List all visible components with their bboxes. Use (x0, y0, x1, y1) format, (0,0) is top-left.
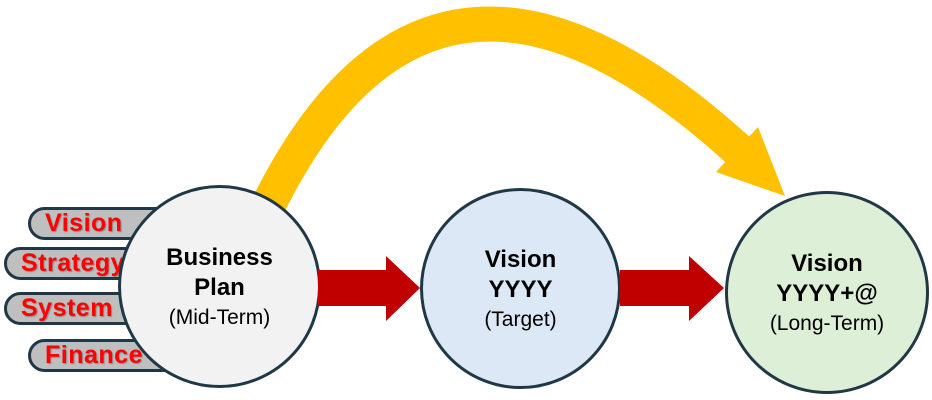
tag-strategy-label: Strategy (21, 249, 126, 277)
node-vision-long-term-title: Vision YYYY+@ (776, 250, 878, 307)
node-business-plan-title: Business Plan (166, 244, 273, 301)
node-vision-yyyy: Vision YYYY (Target) (420, 188, 621, 389)
arrow-plan-to-target-icon (318, 256, 420, 321)
arrow-target-to-longterm-icon (620, 256, 724, 321)
curved-arrow-head-icon (716, 127, 785, 196)
node-vision-yyyy-subtitle: (Target) (484, 308, 557, 331)
node-vision-yyyy-title: Vision YYYY (484, 246, 557, 303)
node-business-plan: Business Plan (Mid-Term) (118, 185, 321, 388)
tag-vision-label: Vision (45, 209, 123, 237)
node-vision-long-term-subtitle: (Long-Term) (769, 312, 885, 335)
node-vision-long-term: Vision YYYY+@ (Long-Term) (725, 191, 929, 394)
tag-finance-label: Finance (45, 341, 143, 369)
curved-arrow-shaft (249, 6, 750, 220)
tag-system-label: System (21, 294, 113, 322)
node-business-plan-subtitle: (Mid-Term) (168, 306, 271, 329)
